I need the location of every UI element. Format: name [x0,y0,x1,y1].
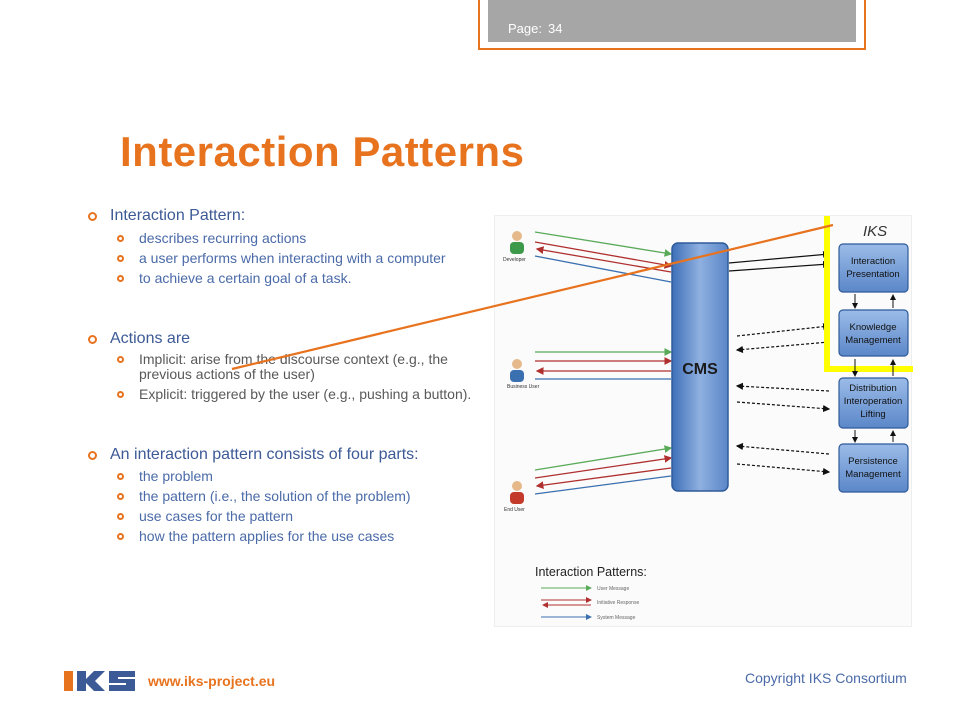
legend-label-user-message: User Message [597,586,629,592]
list-item: the pattern (i.e., the solution of the p… [88,489,488,504]
user-arrows [534,231,673,495]
list-item: Implicit: arise from the discourse conte… [88,352,488,382]
list-item: use cases for the pattern [88,509,488,524]
legend-title: Interaction Patterns: [535,565,647,579]
diagram-svg: Developer Business User End User [503,216,913,621]
footer-url[interactable]: www.iks-project.eu [148,673,276,689]
component-label: Interaction [851,256,895,267]
page-label-text: Page: [508,21,542,36]
user-end: End User [504,481,525,513]
page-indicator: Page: 34 [478,0,866,50]
slide-title: Interaction Patterns [120,128,525,175]
section-heading-interaction-pattern: Interaction Pattern: [88,206,488,225]
component-label: Management [845,469,901,480]
list-item: how the pattern applies for the use case… [88,529,488,544]
component-label: Knowledge [849,322,896,333]
legend-label-system-message: System Message [597,615,636,621]
list-item: the problem [88,469,488,484]
list-item: Explicit: triggered by the user (e.g., p… [88,387,488,402]
legend: Interaction Patterns: User Message Initi… [535,565,647,621]
section-heading-four-parts: An interaction pattern consists of four … [88,445,488,464]
user-label-developer: Developer [503,257,526,263]
copyright-text: Copyright IKS Consortium [745,670,907,686]
list-item: a user performs when interacting with a … [88,251,488,266]
component-label: Presentation [846,269,899,280]
component-distribution: Distribution Interoperation Lifting [838,377,909,429]
page-number: 34 [547,21,563,36]
user-developer: Developer [503,231,526,263]
user-label-end: End User [504,507,525,513]
component-label: Management [845,335,901,346]
component-persistence-management: Persistence Management [838,443,909,493]
list-item: to achieve a certain goal of a task. [88,271,488,286]
component-interaction-presentation: Interaction Presentation [838,243,909,293]
page-label: Page: 34 [508,21,562,36]
bullet-list: Interaction Pattern: describes recurring… [88,206,488,544]
component-knowledge-management: Knowledge Management [838,309,909,357]
cms-label: CMS [682,361,718,378]
user-label-business: Business User [507,384,540,390]
user-business: Business User [507,359,540,390]
component-label: Persistence [848,456,898,467]
list-item: describes recurring actions [88,231,488,246]
component-label: Interoperation [844,396,903,407]
cms-arrows [728,250,831,476]
iks-label: IKS [863,223,887,240]
component-label: Distribution [849,383,897,394]
component-label: Lifting [860,409,885,420]
iks-logo [64,668,138,699]
interaction-diagram: Developer Business User End User [494,215,913,627]
page-indicator-panel: Page: 34 [488,0,856,42]
legend-label-initiative: Initiative Response [597,600,639,606]
section-heading-actions: Actions are [88,329,488,348]
cms-block: CMS [671,242,729,492]
iks-logo-graphic [64,671,135,691]
